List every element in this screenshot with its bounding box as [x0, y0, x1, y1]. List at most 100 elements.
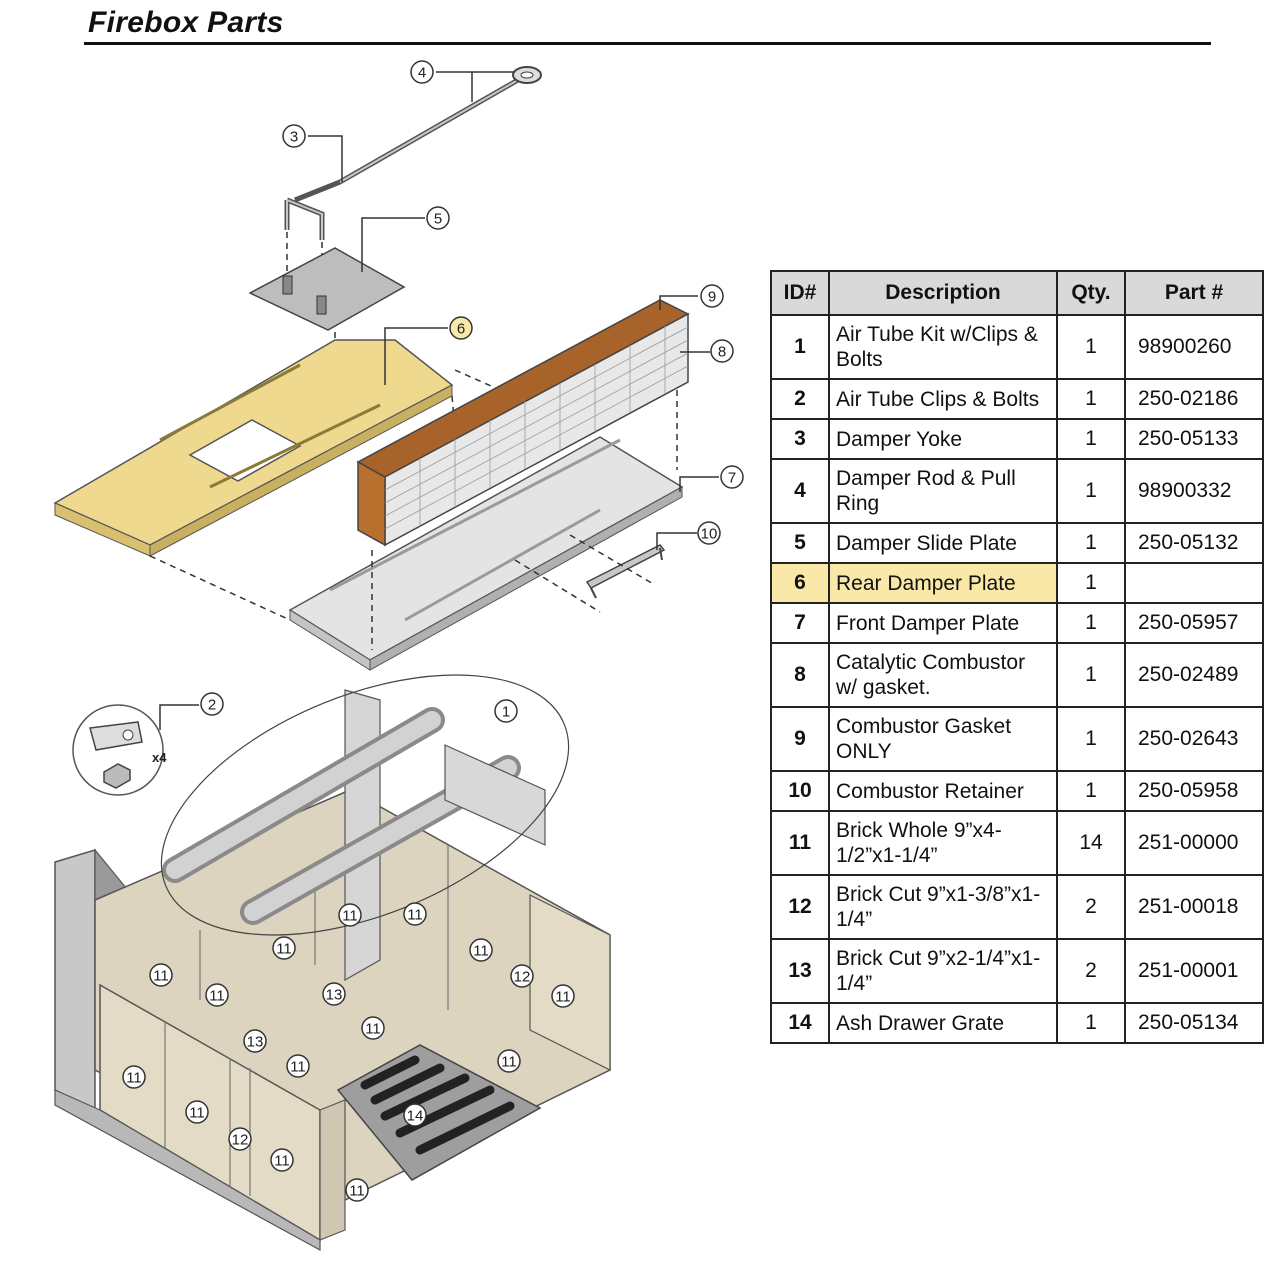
firebox-assembly: [54, 674, 611, 1252]
callout-label: 11: [501, 1054, 517, 1071]
cell-qty: 1: [1056, 314, 1126, 380]
cell-part-number: 250-05132: [1124, 522, 1264, 564]
cell-id: 10: [770, 770, 830, 812]
callout-label: 8: [718, 344, 726, 361]
cell-description: Combustor Gasket ONLY: [828, 706, 1058, 772]
cell-id: 1: [770, 314, 830, 380]
cell-description: Rear Damper Plate: [828, 562, 1058, 604]
cell-id: 7: [770, 602, 830, 644]
callout-label: 11: [290, 1059, 306, 1076]
cell-qty: 1: [1056, 642, 1126, 708]
callout-label: 12: [232, 1132, 249, 1149]
callout-label: 11: [209, 988, 225, 1005]
callout-11: 11: [497, 1049, 521, 1073]
cell-part-number: 250-05957: [1124, 602, 1264, 644]
cell-qty: 1: [1056, 458, 1126, 524]
cell-description: Brick Whole 9”x4-1/2”x1-1/4”: [828, 810, 1058, 876]
cell-qty: 1: [1056, 522, 1126, 564]
cell-part-number: 251-00018: [1124, 874, 1264, 940]
callout-label: 4: [418, 65, 426, 82]
callout-label: 9: [708, 289, 716, 306]
combustor-retainer: [585, 544, 666, 599]
callout-label: 1: [502, 704, 510, 721]
damper-slide-plate: [248, 247, 406, 331]
front-damper-plate: [288, 436, 684, 671]
callout-10: 10: [697, 521, 721, 545]
firebox-exploded-diagram: x4: [53, 60, 744, 1252]
callout-11: 11: [403, 902, 427, 926]
callout-14: 14: [403, 1103, 427, 1127]
cell-description: Air Tube Kit w/Clips & Bolts: [828, 314, 1058, 380]
callout-7: 7: [720, 465, 744, 489]
cell-part-number: 251-00000: [1124, 810, 1264, 876]
cell-description: Catalytic Combustor w/ gasket.: [828, 642, 1058, 708]
callout-label: 11: [274, 1153, 290, 1170]
cell-description: Brick Cut 9”x2-1/4”x1-1/4”: [828, 938, 1058, 1004]
cell-qty: 1: [1056, 706, 1126, 772]
callout-label: 11: [276, 941, 292, 958]
catalytic-combustor: [356, 299, 690, 547]
cell-description: Damper Rod & Pull Ring: [828, 458, 1058, 524]
rear-damper-plate: [53, 339, 454, 557]
callout-12: 12: [228, 1127, 252, 1151]
damper-yoke: [284, 179, 341, 240]
callout-13: 13: [322, 982, 346, 1006]
callout-label: 11: [342, 908, 358, 925]
callout-11: 11: [286, 1054, 310, 1078]
cell-qty: 1: [1056, 418, 1126, 460]
callout-11: 11: [361, 1016, 385, 1040]
air-tubes: [162, 707, 546, 925]
header-id: ID#: [770, 270, 830, 316]
callout-2: 2: [200, 692, 224, 716]
callout-11: 11: [272, 936, 296, 960]
callout-label: 12: [514, 969, 531, 986]
cell-id: 9: [770, 706, 830, 772]
callout-11: 11: [185, 1100, 209, 1124]
callout-label: 11: [189, 1105, 205, 1122]
callout-label: 2: [208, 697, 216, 714]
callout-13: 13: [243, 1029, 267, 1053]
cell-qty: 2: [1056, 874, 1126, 940]
callout-label: 11: [473, 943, 489, 960]
callout-11: 11: [149, 963, 173, 987]
cell-part-number: [1124, 562, 1264, 604]
cell-id: 4: [770, 458, 830, 524]
callout-6: 6: [449, 316, 473, 340]
damper-rod: [337, 66, 542, 185]
header-part-number: Part #: [1124, 270, 1264, 316]
header-description: Description: [828, 270, 1058, 316]
cell-qty: 1: [1056, 562, 1126, 604]
cell-part-number: 250-02489: [1124, 642, 1264, 708]
callout-11: 11: [205, 983, 229, 1007]
callout-label: 14: [407, 1108, 424, 1125]
cell-id: 3: [770, 418, 830, 460]
callout-11: 11: [469, 938, 493, 962]
header-qty: Qty.: [1056, 270, 1126, 316]
clip-bolt-detail: x4: [72, 704, 167, 796]
callout-3: 3: [282, 124, 306, 148]
callout-label: 11: [407, 907, 423, 924]
cell-qty: 1: [1056, 1002, 1126, 1044]
cell-description: Damper Slide Plate: [828, 522, 1058, 564]
cell-part-number: 98900260: [1124, 314, 1264, 380]
cell-part-number: 250-05134: [1124, 1002, 1264, 1044]
cell-id: 6: [770, 562, 830, 604]
cell-id: 11: [770, 810, 830, 876]
cell-qty: 2: [1056, 938, 1126, 1004]
callout-11: 11: [270, 1148, 294, 1172]
callout-11: 11: [551, 984, 575, 1008]
callout-12: 12: [510, 964, 534, 988]
callout-1: 1: [494, 699, 518, 723]
callout-11: 11: [122, 1065, 146, 1089]
